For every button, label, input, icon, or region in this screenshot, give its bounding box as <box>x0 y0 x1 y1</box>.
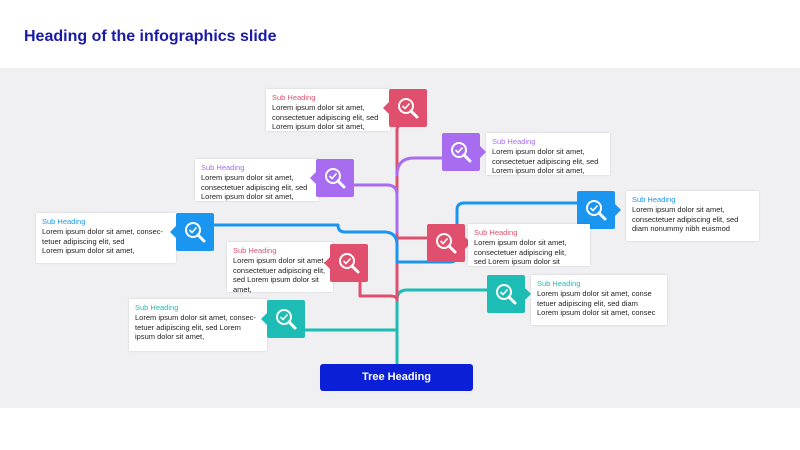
node-subheading: Sub Heading <box>201 163 245 172</box>
magnifier-check-icon <box>442 133 486 171</box>
node-subheading: Sub Heading <box>272 93 316 102</box>
node-card: Sub Heading Lorem ipsum dolor sit amet, … <box>195 159 319 201</box>
magnifier-check-icon <box>310 159 354 197</box>
connector-pink-left <box>358 278 399 302</box>
magnifier-check-icon <box>324 244 368 282</box>
connector-teal-trunk <box>395 288 502 366</box>
tree-root-heading: Tree Heading <box>320 364 473 391</box>
connector-blue-left <box>213 223 399 264</box>
node-text: Lorem ipsum dolor sit amet, consec- tetu… <box>135 313 256 341</box>
magnifier-check-icon <box>383 89 427 127</box>
node-subheading: Sub Heading <box>537 279 581 288</box>
magnifier-check-icon <box>427 224 471 262</box>
node-card: Sub Heading Lorem ipsum dolor sit amet, … <box>486 133 610 175</box>
node-text: Lorem ipsum dolor sit amet, conse tetuer… <box>537 289 656 317</box>
node-text: Lorem ipsum dolor sit amet, consectetuer… <box>492 147 599 175</box>
magnifier-check-icon <box>487 275 531 313</box>
node-card: Sub Heading Lorem ipsum dolor sit amet, … <box>468 224 590 266</box>
node-subheading: Sub Heading <box>492 137 536 146</box>
magnifier-check-icon <box>170 213 214 251</box>
node-card: Sub Heading Lorem ipsum dolor sit amet, … <box>626 191 759 241</box>
node-card: Sub Heading Lorem ipsum dolor sit amet, … <box>36 213 176 263</box>
node-subheading: Sub Heading <box>42 217 86 226</box>
magnifier-check-icon <box>577 191 621 229</box>
node-card: Sub Heading Lorem ipsum dolor sit amet, … <box>227 242 333 294</box>
node-subheading: Sub Heading <box>233 246 277 255</box>
node-card: Sub Heading Lorem ipsum dolor sit amet, … <box>266 89 390 131</box>
node-text: Lorem ipsum dolor sit amet, consectetuer… <box>632 205 739 233</box>
slide-title: Heading of the infographics slide <box>24 28 277 45</box>
magnifier-check-icon <box>261 300 305 338</box>
connector-purple-right <box>395 156 450 177</box>
node-text: Lorem ipsum dolor sit amet, consectetuer… <box>474 238 567 266</box>
node-text: Lorem ipsum dolor sit amet, consectetuer… <box>201 173 308 201</box>
node-text: Lorem ipsum dolor sit amet, consec- tetu… <box>42 227 163 255</box>
node-card: Sub Heading Lorem ipsum dolor sit amet, … <box>129 299 267 351</box>
connector-purple-left <box>348 183 399 234</box>
node-subheading: Sub Heading <box>135 303 179 312</box>
node-text: Lorem ipsum dolor sit amet, consectetuer… <box>233 256 326 294</box>
node-card: Sub Heading Lorem ipsum dolor sit amet, … <box>531 275 667 325</box>
node-subheading: Sub Heading <box>632 195 676 204</box>
node-subheading: Sub Heading <box>474 228 518 237</box>
node-text: Lorem ipsum dolor sit amet, consectetuer… <box>272 103 379 131</box>
